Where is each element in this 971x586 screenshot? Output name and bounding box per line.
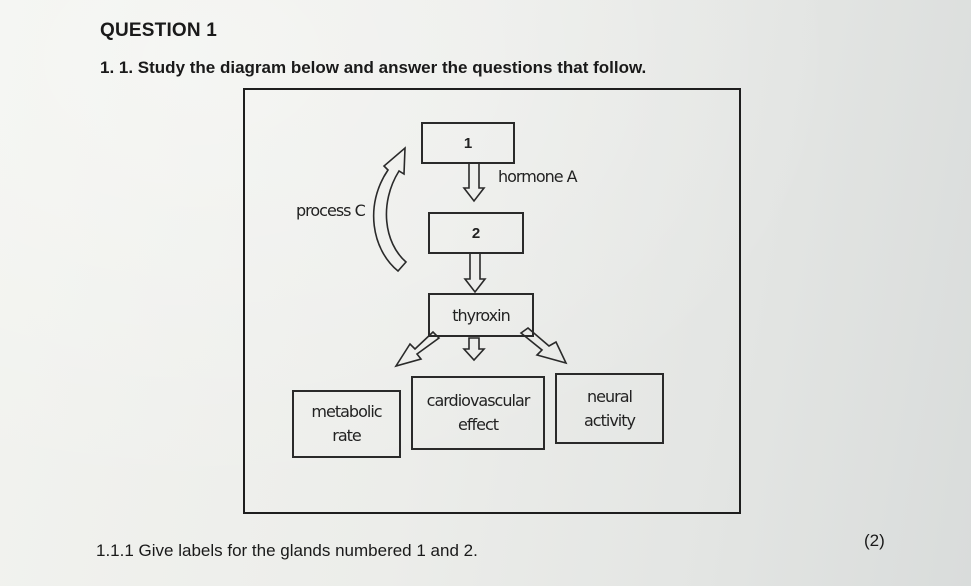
marks-allocation: (2) xyxy=(864,531,885,550)
gland-1-box: 1 xyxy=(421,122,515,164)
arrow-gland2-to-thyroxin xyxy=(463,252,487,294)
cardiovascular-effect-line2: effect xyxy=(457,415,499,434)
arrow-gland1-to-gland2 xyxy=(462,162,486,203)
cardiovascular-effect-line1: cardiovascular xyxy=(426,391,531,410)
hormone-a-label: hormone A xyxy=(498,167,578,186)
arrow-thyroxin-to-cardiovascular xyxy=(462,337,486,362)
question-heading: QUESTION 1 xyxy=(100,20,218,41)
metabolic-rate-box: metabolic rate xyxy=(292,390,401,458)
instruction-text: 1. 1. Study the diagram below and answer… xyxy=(100,58,647,77)
neural-activity-line2: activity xyxy=(584,410,636,430)
arrow-thyroxin-to-metabolic xyxy=(394,330,441,368)
arrow-thyroxin-to-neural xyxy=(519,326,568,365)
metabolic-rate-line1: metabolic xyxy=(311,402,382,421)
metabolic-rate-line2: rate xyxy=(332,426,361,445)
process-c-curved-arrow xyxy=(372,146,408,273)
neural-activity-line1: neural xyxy=(587,386,633,406)
question-1-1-1: 1.1.1 Give labels for the glands numbere… xyxy=(96,541,478,560)
gland-2-box: 2 xyxy=(428,212,524,254)
neural-activity-box: neural activity xyxy=(555,373,664,444)
process-c-label: process C xyxy=(296,201,366,220)
cardiovascular-effect-box: cardiovascular effect xyxy=(411,376,545,450)
diagram-frame xyxy=(243,88,741,514)
thyroxin-box: thyroxin xyxy=(428,293,534,337)
